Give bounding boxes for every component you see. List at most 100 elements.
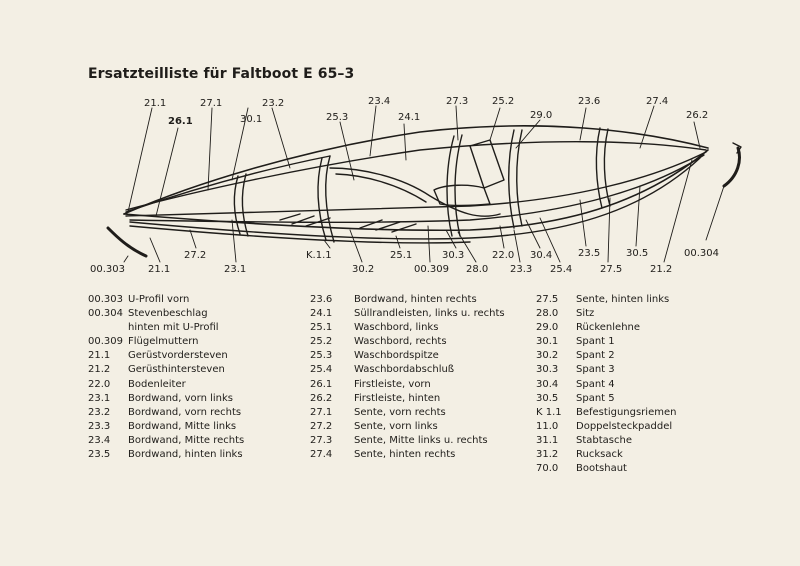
part-number: 21.2	[88, 364, 111, 376]
part-name: Bordwand, vorn links	[128, 392, 233, 404]
callout-label: 21.1	[148, 264, 170, 275]
part-name: Bordwand, hinten links	[128, 449, 243, 461]
part-number: 26.2	[310, 392, 333, 404]
callout-label: 21.1	[144, 98, 166, 109]
parts-list-row: 30.3 Spant 3	[536, 363, 676, 377]
part-name: Spant 4	[576, 378, 615, 390]
callout-label: 25.3	[326, 112, 348, 123]
part-name: Spant 3	[576, 364, 615, 376]
callout-label: 25.4	[550, 264, 572, 275]
callout-label: 00.304	[684, 248, 719, 259]
part-number: 27.4	[310, 449, 333, 461]
callout-label: 00.309	[414, 264, 449, 275]
part-number: 27.1	[310, 406, 333, 418]
part-name: Flügelmuttern	[128, 336, 199, 348]
callout-label: 26.1	[168, 116, 193, 127]
callout-label: 00.303	[90, 264, 125, 275]
part-number: 00.309	[88, 336, 123, 348]
part-number: 00.303	[88, 294, 123, 305]
part-name: Sitz	[576, 308, 595, 320]
callout-label: 28.0	[466, 264, 488, 275]
part-name: Spant 5	[576, 392, 615, 404]
part-name: Sente, hinten rechts	[354, 449, 456, 461]
parts-list-row: 27.4 Sente, hinten rechts	[310, 448, 505, 462]
part-name: Bootshaut	[576, 463, 627, 475]
part-name: Bordwand, Mitte rechts	[128, 434, 245, 446]
parts-list-row: 00.303 U-Profil vorn	[88, 293, 244, 307]
part-number: 30.3	[536, 364, 559, 376]
part-number: 27.2	[310, 420, 333, 432]
part-name: Bordwand, Mitte links	[128, 420, 237, 432]
part-number: 25.4	[310, 364, 333, 376]
part-number: 23.1	[88, 392, 111, 404]
callout-label: 24.1	[398, 112, 420, 123]
part-number: 25.3	[310, 350, 333, 362]
callout-label: 23.3	[510, 264, 532, 275]
part-number: 31.1	[536, 434, 559, 446]
part-name: Stevenbeschlag	[128, 308, 208, 320]
part-number: 23.3	[88, 420, 111, 432]
part-number: 24.1	[310, 308, 333, 320]
part-name: Waschbord, links	[354, 322, 439, 334]
callout-label: K.1.1	[306, 250, 332, 261]
part-number: 11.0	[536, 420, 559, 432]
part-name: Stabtasche	[576, 434, 632, 446]
callout-label: 27.4	[646, 96, 668, 107]
part-name: Gerüsthintersteven	[128, 364, 225, 376]
callout-label: 26.2	[686, 110, 708, 121]
part-name: Bordwand, vorn rechts	[128, 406, 242, 418]
part-number: 28.0	[536, 308, 559, 320]
part-name: Sente, vorn links	[354, 420, 438, 432]
callout-label: 30.1	[240, 114, 262, 125]
part-number: 23.5	[88, 449, 111, 461]
part-number: 27.5	[536, 294, 559, 305]
part-name: Waschbordspitze	[354, 350, 439, 362]
parts-list-row: 23.6 Bordwand, hinten rechts	[310, 293, 505, 307]
callout-label: 27.3	[446, 96, 468, 107]
parts-list-row: 00.304 Stevenbeschlag	[88, 307, 244, 321]
part-name: Bordwand, hinten rechts	[354, 294, 477, 305]
callout-label: 27.1	[200, 98, 222, 109]
part-name: Befestigungsriemen	[576, 406, 677, 418]
callout-label: 25.1	[390, 250, 412, 261]
callout-label: 23.4	[368, 96, 390, 107]
part-number: 00.304	[88, 308, 123, 320]
part-number: 26.1	[310, 378, 333, 390]
part-name: Bodenleiter	[128, 378, 186, 390]
callout-labels: 21.1 27.1 23.2 26.1 30.1 25.3 23.4 24.1 …	[90, 96, 719, 275]
parts-list-row: 30.5 Spant 5	[536, 392, 676, 406]
callout-label: 25.2	[492, 96, 514, 107]
callout-label: 30.4	[530, 250, 552, 261]
callout-label: 21.2	[650, 264, 672, 275]
part-number: 30.2	[536, 350, 559, 362]
part-number: 30.5	[536, 392, 559, 404]
part-number: 27.3	[310, 434, 333, 446]
parts-list-row: K 1.1 Befestigungsriemen	[536, 406, 676, 420]
part-number: 23.6	[310, 294, 333, 305]
part-number: 30.1	[536, 336, 559, 348]
callout-label: 23.6	[578, 96, 600, 107]
part-number	[88, 321, 128, 335]
part-name: U-Profil vorn	[128, 294, 190, 305]
callout-label: 27.5	[600, 264, 622, 275]
boat-frame-lines	[106, 105, 742, 263]
callout-label: 30.2	[352, 264, 374, 275]
part-number: K 1.1	[536, 406, 562, 418]
part-name: Waschbord, rechts	[354, 336, 447, 348]
parts-list-row: hinten mit U-Profil	[88, 321, 244, 335]
